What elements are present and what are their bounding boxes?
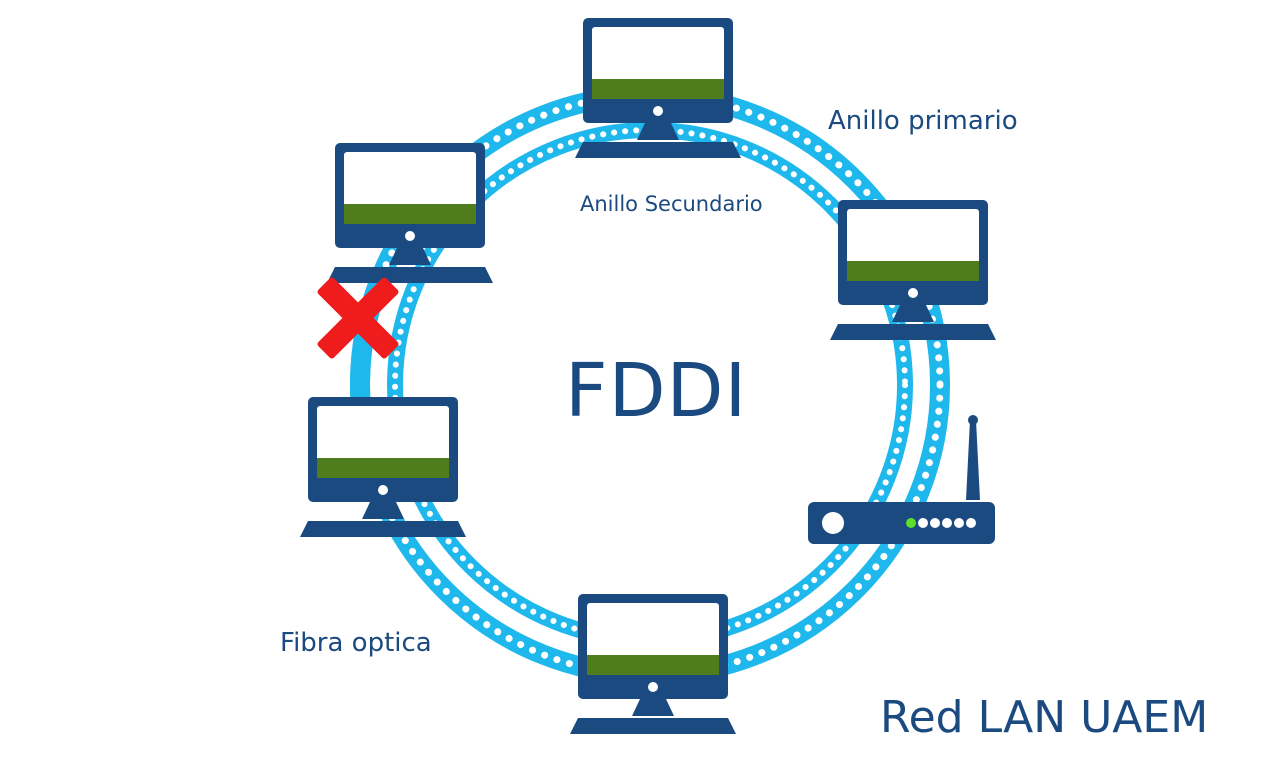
router-antenna-tip <box>968 415 978 425</box>
computer-right <box>830 200 996 340</box>
router-leds <box>906 518 976 528</box>
router-led <box>966 518 976 528</box>
computer-lower-left <box>300 397 466 537</box>
router-led <box>918 518 928 528</box>
router-led <box>942 518 952 528</box>
router-power-button <box>822 512 844 534</box>
router <box>808 415 995 544</box>
router-led <box>930 518 940 528</box>
router-body <box>808 502 995 544</box>
router-antenna <box>966 420 980 500</box>
fault-mark <box>317 277 399 359</box>
diagram-title: FDDI <box>565 348 748 434</box>
footer-caption: Red LAN UAEM <box>880 692 1209 743</box>
computer-bottom <box>570 594 736 734</box>
fault-x-stroke-2 <box>317 277 399 359</box>
router-led-active <box>906 518 916 528</box>
fiber-label: Fibra optica <box>280 628 432 658</box>
secondary-ring-label: Anillo Secundario <box>580 192 763 216</box>
computer-upper-left <box>327 143 493 283</box>
router-led <box>954 518 964 528</box>
primary-ring-label: Anillo primario <box>828 106 1018 136</box>
